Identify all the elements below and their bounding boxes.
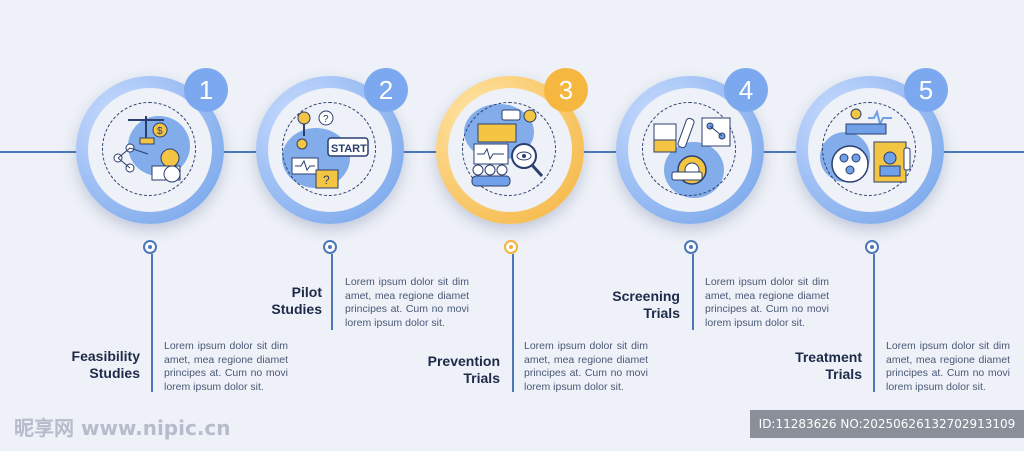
watermark-left: 昵享网 www.nipic.cn — [14, 416, 231, 440]
start-button-key-icon: ? START ? — [291, 110, 369, 189]
step-5: 5 — [720, 0, 948, 451]
svg-text:?: ? — [323, 114, 329, 125]
step-4-ring — [616, 76, 764, 224]
step-1-description: Lorem ipsum dolor sit dim amet, mea regi… — [164, 340, 288, 393]
step-2-stem — [331, 254, 333, 330]
step-5-ring — [796, 76, 944, 224]
step-3-description: Lorem ipsum dolor sit dim amet, mea regi… — [524, 340, 648, 393]
step-4-number-badge: 4 — [724, 68, 768, 112]
step-5-stem — [873, 254, 875, 392]
step-4-description: Lorem ipsum dolor sit dim amet, mea regi… — [705, 276, 829, 329]
scales-gear-money-icon: $ — [113, 116, 181, 183]
step-4-stem — [692, 254, 694, 330]
step-1-number-badge: 1 — [184, 68, 228, 112]
step-2-marker — [323, 240, 337, 254]
step-2-description: Lorem ipsum dolor sit dim amet, mea regi… — [345, 276, 469, 329]
step-5-description: Lorem ipsum dolor sit dim amet, mea regi… — [886, 340, 1010, 393]
patient-folder-icon — [831, 108, 911, 183]
step-1-marker — [143, 240, 157, 254]
step-5-number-badge: 5 — [904, 68, 948, 112]
step-4: 4 — [540, 0, 768, 451]
step-2-number-badge: 2 — [364, 68, 408, 112]
step-3-marker — [504, 240, 518, 254]
step-3-number-badge: 3 — [544, 68, 588, 112]
svg-text:START: START — [331, 143, 367, 155]
step-3-stem — [512, 254, 514, 392]
step-1-stem — [151, 254, 153, 392]
test-tube-mri-icon — [653, 117, 731, 185]
svg-text:?: ? — [323, 173, 330, 187]
svg-text:$: $ — [157, 126, 163, 137]
step-3: 3 — [360, 0, 588, 451]
step-5-marker — [865, 240, 879, 254]
doctor-magnifier-eye-icon — [471, 109, 544, 187]
watermark-id-banner: ID:11283626 NO:20250626132702913109 — [750, 410, 1024, 438]
step-4-marker — [684, 240, 698, 254]
step-1: $ 1 — [0, 0, 228, 451]
step-2: ? START ? 2 — [180, 0, 408, 451]
